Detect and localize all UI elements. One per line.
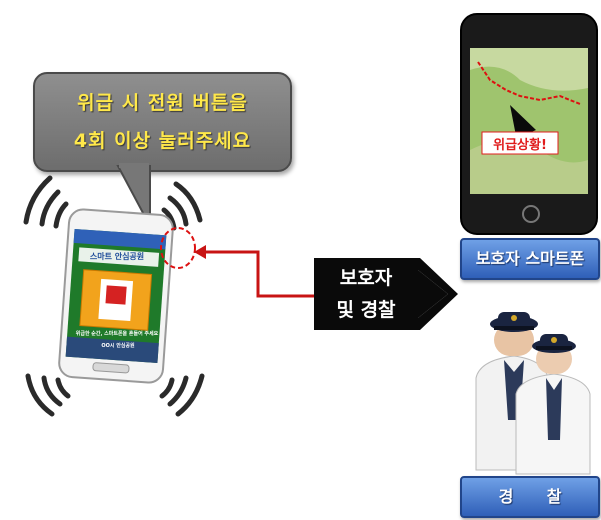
arrow-label-line-1: 보호자 [339,267,393,289]
user-smartphone [58,208,174,384]
vibration-wave-icon [159,373,205,417]
guardian-phone-label: 보호자 스마트폰 [460,238,600,280]
bubble-tail-join [119,163,149,168]
red-arrow-to-phone [194,245,316,298]
police-officer-female [515,334,591,475]
bubble-line-1: 위급 시 전원 버튼을 [77,92,248,114]
home-button [92,362,130,374]
instruction-speech-bubble: 위급 시 전원 버튼을 4회 이상 눌러주세요 [33,72,292,172]
guardian-smartphone [460,13,598,235]
power-button-circle-icon [160,227,196,269]
arrow-label-line-2: 및 경찰 [336,299,396,321]
app-footer: OO시 안심공원 [101,343,135,349]
app-title: 스마트 안심공원 [89,252,145,261]
vibration-wave-icon [23,175,69,229]
bubble-line-2: 4회 이상 눌러주세요 [73,130,252,152]
app-subtitle: 위급한 순간, 스마트폰을 흔들어 주세요 [75,331,159,337]
notify-arrow [314,258,458,330]
guardian-home-button [522,205,540,223]
alert-text: 위급상황! [493,138,547,153]
police-label: 경 찰 [460,476,600,518]
vibration-wave-icon [161,181,203,231]
vibration-wave-icon [25,373,71,417]
